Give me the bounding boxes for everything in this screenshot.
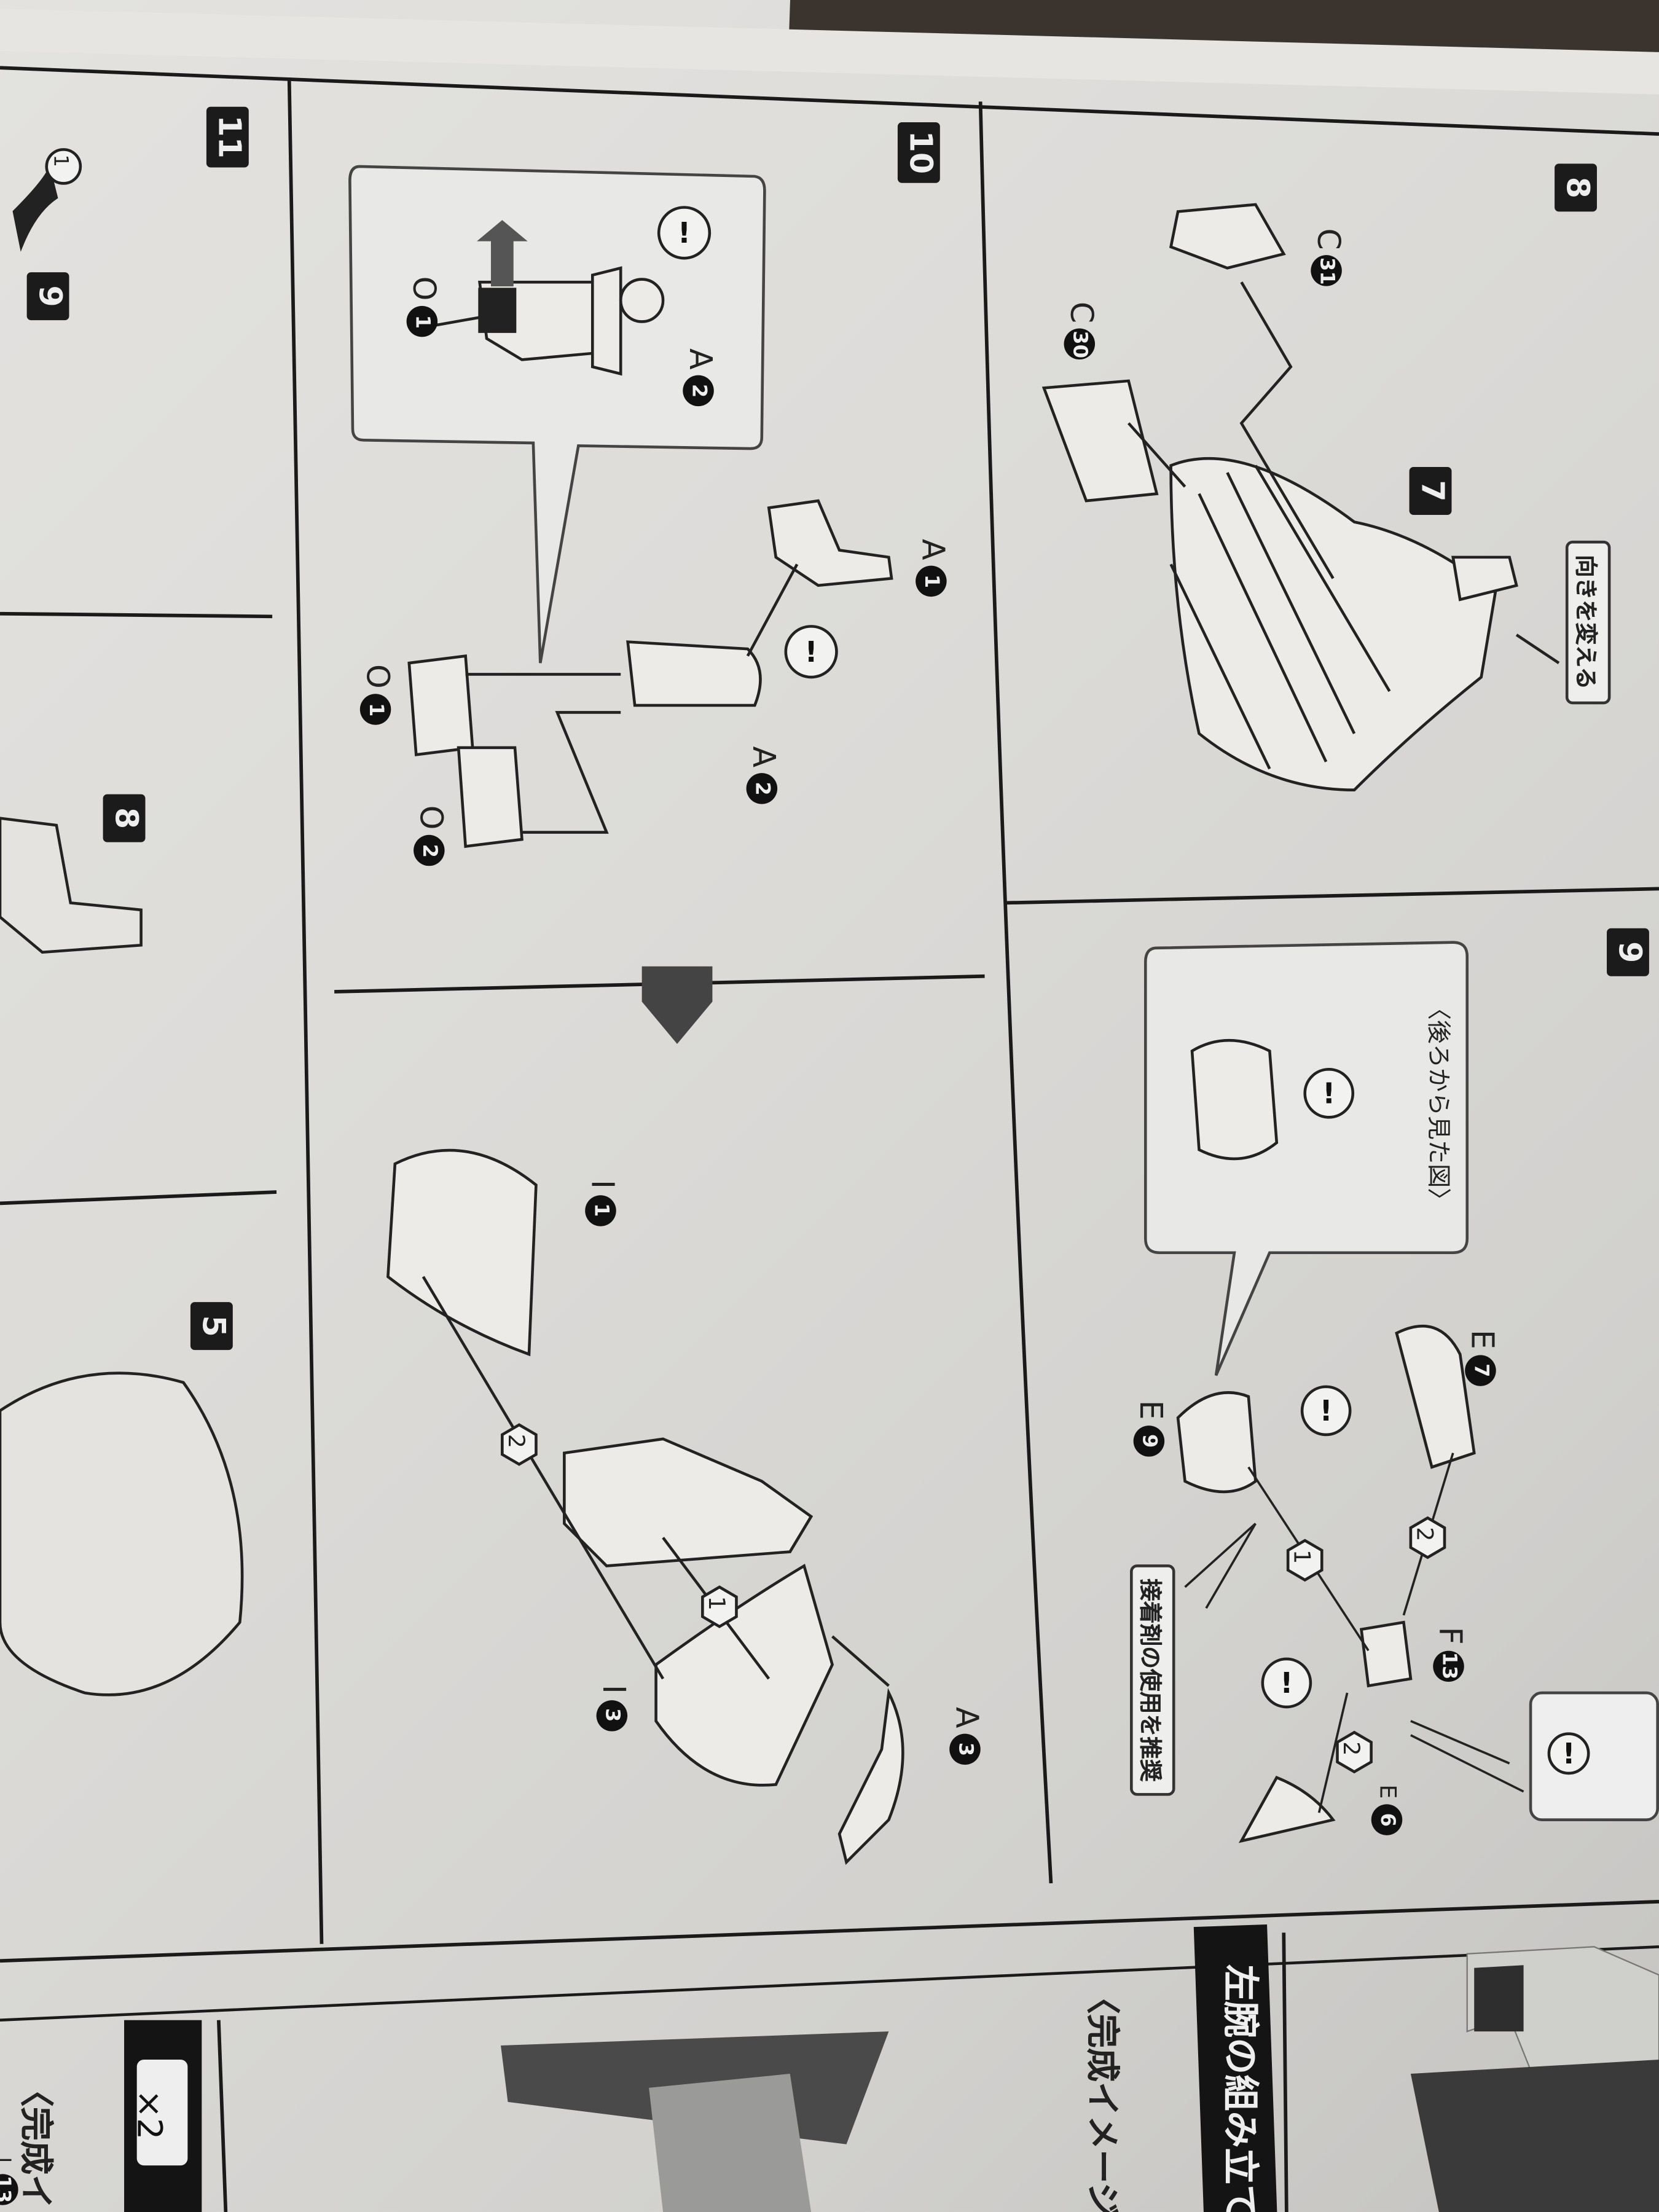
inset-label-o1: O1 [405,276,441,338]
part-label-c30: C30 [1062,302,1098,360]
step-ref-8: 8 [103,794,146,842]
part-label-e6: E6 [1371,1784,1403,1836]
warning-icon: ! [1320,1394,1333,1427]
border-col10-col9 [978,101,1053,1884]
page-bottom-border [0,1900,1659,1963]
rear-view-caption: 〈後ろから見た図〉 [1423,995,1452,1212]
bottom-right-frame [1282,1932,1288,2212]
warning-icon: ! [805,635,818,669]
part-label-o1: O1 [359,664,394,726]
part-label-a2: A2 [745,746,780,804]
completed-image-caption: 〈完成イメージ [1082,1980,1122,2212]
step-number-11: 11 [206,106,249,167]
warning-icon: ! [678,216,691,249]
inset-bubble-step9 [1143,941,1469,1376]
order-number: 1 [49,154,71,167]
order-hex [1286,1539,1324,1582]
change-orientation-note: 向きを変える [1565,540,1611,704]
divider-col11-b [0,1190,277,1206]
multiplier-badge [136,2060,188,2166]
order-hex [701,1585,738,1628]
order-number: 1 [1288,1549,1316,1564]
section-title: 左腕の組み立て [1218,1964,1261,2212]
multiplier-label: ×2 [129,2089,169,2140]
warning-icon: ! [1322,1077,1335,1110]
order-number: 2 [1338,1741,1365,1756]
completed-image-caption-left: 〈完成イ [16,2073,56,2209]
down-arrow [641,966,713,1044]
insert-arrow [477,220,528,287]
step-number-8: 8 [1555,163,1597,212]
part-label-i1: I1 [584,1180,619,1226]
order-hex [501,1423,538,1466]
part-label-f13: F13 [1432,1627,1467,1682]
part-label-a1: A1 [914,539,949,597]
step-number-9: 9 [1607,928,1649,976]
part-label-e7: E7 [1464,1330,1499,1386]
part-label-i3: I3 [595,1685,630,1731]
inset-step9-partial [1529,1691,1659,1822]
part-label-a3: A3 [948,1707,983,1765]
glue-recommended-note: 接着剤の使用を推奨 [1130,1564,1175,1796]
divider-step8-step9 [1005,887,1659,905]
step-ref-7: 7 [1409,466,1452,516]
order-hex [1336,1730,1373,1774]
warning-icon: ! [1563,1737,1575,1770]
bottom-left-frame [216,2020,228,2212]
part-label-c31: C31 [1309,229,1344,287]
order-number: 1 [703,1596,731,1610]
divider-col11-a [0,611,273,619]
order-number: 2 [1411,1527,1438,1542]
step-ref-5: 5 [190,1302,233,1351]
part-label-e9: E9 [1132,1400,1167,1457]
warning-icon: ! [1280,1666,1293,1700]
step-ref-9: 9 [26,272,69,321]
border-col11-col10 [287,77,324,1944]
order-hex [1409,1516,1446,1559]
page-top-border [0,66,1659,136]
inset-label-a2: A2 [681,348,716,407]
order-number: 2 [503,1433,530,1448]
part-label-o2: O2 [412,806,447,867]
step-number-10: 10 [897,122,940,182]
